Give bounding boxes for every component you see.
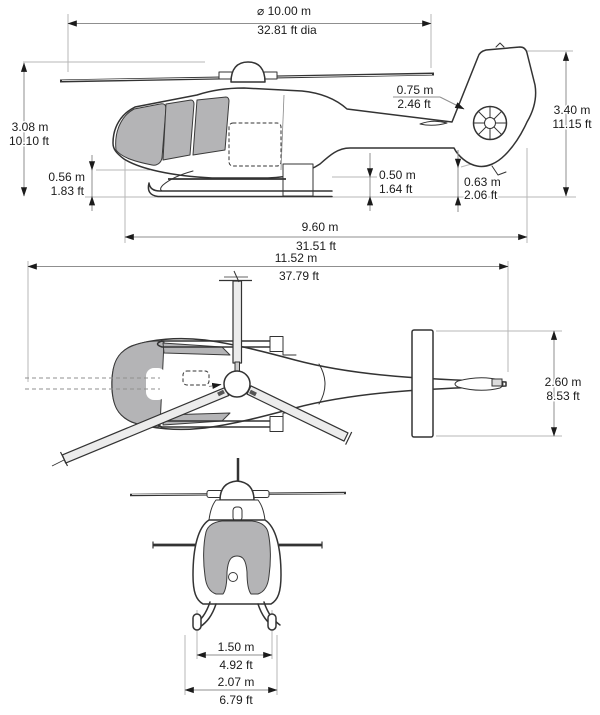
tail-fin-plan [454,377,504,391]
dim-mid-clearance-metric: 0.50 m [379,168,416,182]
dim-skid-track-metric: 1.50 m [218,640,255,654]
crosstube-step-upper [282,346,297,356]
blade-right-tip-cap [345,431,353,445]
dim-height-to-rotor-head: 3.08 m 10.10 ft [7,62,51,197]
horizontal-stabilizer-plan [411,329,434,438]
skid-landing-gear-front [192,601,281,631]
boom-frame-line [318,363,326,405]
dim-mid-clearance-imperial: 1.64 ft [379,182,413,196]
sliding-door-dashed-outline [228,122,282,167]
dim-stabilizer-span: 2.60 m 8.53 ft [543,330,583,437]
right-skid-tube-end [267,613,277,631]
skid-tube [147,182,333,198]
fuel-cap [228,572,238,582]
dim-fenestron-metric: 0.75 m [397,83,434,97]
centre-pointer-arrow [208,382,222,390]
dim-front-ground-clearance: 0.56 m 1.83 ft [47,155,96,211]
skid-landing-gear-side [147,163,333,198]
rotor-hub [218,61,278,83]
nose-centre-panel [146,368,166,400]
skid-bracket-upper [269,336,284,352]
dim-rear-ground-clearance: 0.63 m 2.06 ft [454,150,502,212]
rotor-hub-plan [223,370,251,398]
skid-bracket-lower [269,416,284,432]
dim-height-rotor-metric: 3.08 m [12,120,49,134]
front-view: 1.50 m 4.92 ft 2.07 m 6.79 ft [129,458,347,709]
dim-fuselage-length-imperial: 31.51 ft [296,239,337,253]
rear-door-window [192,96,230,156]
tail-light [491,378,503,387]
dim-rotor-diameter-imperial: 32.81 ft dia [257,23,317,37]
dim-mid-ground-clearance: 0.50 m 1.64 ft [366,153,417,211]
dim-overall-width-metric: 2.07 m [218,675,255,689]
dim-rear-clearance-imperial: 2.06 ft [464,188,498,202]
blade-left-tip-tick [51,459,65,467]
dim-overall-length-imperial: 37.79 ft [279,269,320,283]
side-view: ⌀ 10.00 m 32.81 ft dia 3.08 m 10.10 ft 3… [7,3,594,255]
dim-fuselage-length-metric: 9.60 m [302,220,339,234]
windshield-front [203,520,271,595]
main-rotor-plan [51,270,353,467]
dim-overall-height: 3.40 m 11.15 ft [551,51,594,197]
cockpit-glazing [115,103,167,166]
dim-overall-width: 2.07 m 6.79 ft [184,674,278,709]
dim-front-clearance-metric: 0.56 m [48,170,85,184]
blade-left-grip [217,389,225,397]
dim-overall-length: 11.52 m 37.79 ft [27,250,509,285]
side-window-plan-upper [162,342,231,356]
dim-stabilizer-span-metric: 2.60 m [545,375,582,389]
top-view: 11.52 m 37.79 ft [25,250,583,467]
rotor-blade-forward [232,280,243,364]
fuselage-plan [111,337,507,431]
dim-overall-height-metric: 3.40 m [554,103,591,117]
front-strut [160,170,194,192]
dim-overall-width-imperial: 6.79 ft [219,693,253,707]
dim-rotor-diameter-metric: ⌀ 10.00 m [257,4,311,18]
dim-skid-track-imperial: 4.92 ft [219,658,253,672]
tail-boom-fairing [419,120,448,126]
dim-fuselage-length: 9.60 m 31.51 ft [124,219,528,255]
engine-cowl-front [208,499,266,521]
dim-rear-clearance-metric: 0.63 m [464,175,501,189]
left-skid-tube-end [192,613,202,631]
rotor-dome-front [219,480,255,501]
dim-rotor-diameter: ⌀ 10.00 m 32.81 ft dia [67,3,432,39]
blade-tip-tick [233,270,240,283]
blade-right-grip [249,389,257,397]
front-door-window [162,99,195,161]
skid-tube-plan-upper [156,340,273,348]
dim-fenestron-imperial: 2.46 ft [397,97,431,111]
fuselage-panel-line [280,94,285,171]
tail-bumper [491,165,507,176]
fin-antenna [495,42,505,48]
dim-fenestron-diameter: 0.75 m 2.46 ft [393,82,465,113]
dim-stabilizer-span-imperial: 8.53 ft [546,389,580,403]
dim-height-rotor-imperial: 10.10 ft [9,134,50,148]
dim-overall-height-imperial: 11.15 ft [552,117,592,131]
hatch-dashed-outline [182,370,210,386]
dim-overall-length-metric: 11.52 m [275,251,317,265]
blade-left-tip-cap [59,451,69,467]
dim-skid-track: 1.50 m 4.92 ft [196,639,273,674]
fenestron [472,105,508,141]
dim-front-clearance-imperial: 1.83 ft [51,184,85,198]
